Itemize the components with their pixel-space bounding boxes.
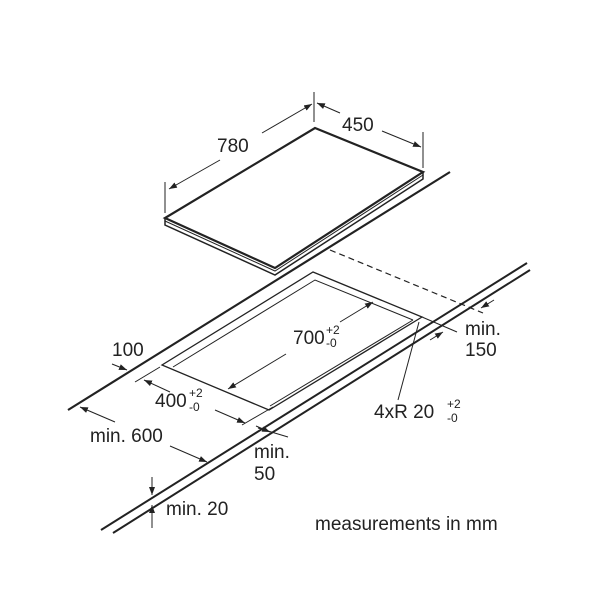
countertop xyxy=(67,171,531,534)
hob-dimension-lines xyxy=(164,92,424,213)
min-depth-arrow-front xyxy=(169,445,208,463)
hob-depth-label: 450 xyxy=(342,115,374,136)
cutout-width-label: 700 xyxy=(293,328,325,349)
min-depth-arrow-back xyxy=(79,406,116,423)
cutout xyxy=(160,271,424,411)
radius-label: 4xR 20 xyxy=(374,402,434,423)
back-gap-label: 100 xyxy=(112,340,144,361)
min-front-label-b: 50 xyxy=(254,464,275,485)
hob-projection-dashed-line xyxy=(329,249,484,314)
cutout-dimension-lines xyxy=(134,301,374,426)
radius-tol-minus: -0 xyxy=(447,411,458,425)
min-side-label-b: 150 xyxy=(465,340,497,361)
radius-tol-plus: +2 xyxy=(447,397,461,411)
min-front-arrow xyxy=(255,425,271,433)
cutout-depth-tol-minus: -0 xyxy=(189,400,200,414)
cutout-depth-label: 400 xyxy=(155,391,187,412)
radius-leader-line xyxy=(397,321,420,401)
min-front-label-a: min. xyxy=(254,442,290,463)
min-depth-label: min. 600 xyxy=(90,426,163,447)
hob xyxy=(162,126,426,276)
min-side-arrow-b xyxy=(429,331,444,341)
min-side-arrow-a xyxy=(480,299,495,309)
min-side-label-a: min. xyxy=(465,319,501,340)
hob-width-label: 780 xyxy=(217,136,249,157)
back-gap-arrow xyxy=(111,363,128,371)
min-thickness-label: min. 20 xyxy=(166,499,228,520)
min-side-ext-line xyxy=(421,316,458,333)
min-front-ext-line xyxy=(257,427,289,438)
units-note: measurements in mm xyxy=(315,514,498,535)
cutout-width-tol-minus: -0 xyxy=(326,336,337,350)
cutout-depth-tol-plus: +2 xyxy=(189,386,203,400)
cutout-width-tol-plus: +2 xyxy=(326,323,340,337)
